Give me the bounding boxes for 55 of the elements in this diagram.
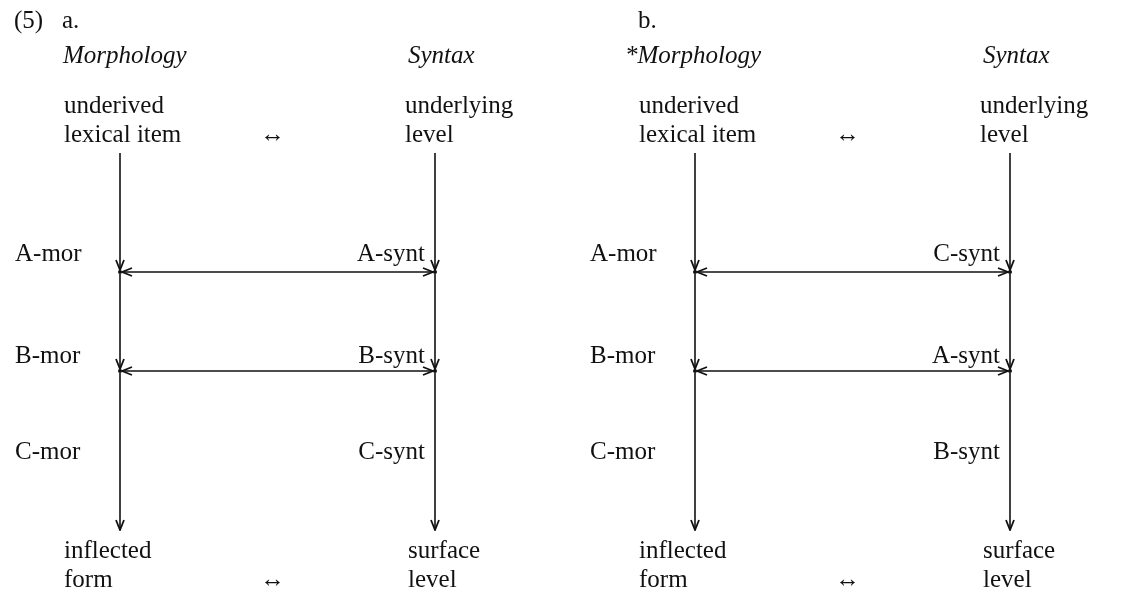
panel-letter: b. — [638, 5, 657, 34]
edge-label: B-mor — [15, 340, 81, 369]
edge-label: C-synt — [933, 238, 1000, 267]
example-number: (5) — [14, 5, 44, 34]
edge-label: B-synt — [933, 436, 1000, 465]
junction-point — [433, 270, 437, 274]
junction-point — [433, 369, 437, 373]
level-text: underived lexical item — [64, 90, 214, 148]
arrow — [1005, 152, 1015, 271]
column-heading: Syntax — [408, 40, 475, 69]
column-heading: *Morphology — [625, 40, 762, 69]
edge-label: A-synt — [931, 340, 1000, 369]
level-text: inflected form — [639, 535, 769, 593]
arrow — [430, 372, 440, 531]
arrow — [1005, 273, 1015, 370]
junction-point — [693, 270, 697, 274]
edge-label: B-synt — [358, 340, 425, 369]
arrow — [121, 267, 434, 277]
column-heading: Syntax — [983, 40, 1050, 69]
junction-point — [118, 369, 122, 373]
panel-letter: a. — [62, 5, 80, 34]
arrow — [115, 152, 125, 271]
level-text: underlying level — [405, 90, 525, 148]
arrow — [696, 267, 1009, 277]
arrow — [690, 273, 700, 370]
arrow — [430, 152, 440, 271]
double-arrow-sign: ↔ — [835, 119, 860, 148]
arrow — [430, 273, 440, 370]
arrow — [690, 152, 700, 271]
arrow — [696, 366, 1009, 376]
level-text: inflected form — [64, 535, 194, 593]
level-text: underived lexical item — [639, 90, 789, 148]
edge-label: A-mor — [590, 238, 657, 267]
junction-point — [1008, 270, 1012, 274]
arrow — [115, 273, 125, 370]
edge-label: C-mor — [590, 436, 656, 465]
junction-point — [118, 270, 122, 274]
edge-label: A-mor — [15, 238, 82, 267]
junction-point — [693, 369, 697, 373]
double-arrow-sign: ↔ — [260, 564, 285, 593]
level-text: underlying level — [980, 90, 1100, 148]
edge-label: A-synt — [356, 238, 425, 267]
junction-point — [1008, 369, 1012, 373]
edge-label: C-mor — [15, 436, 81, 465]
edge-label: B-mor — [590, 340, 656, 369]
column-heading: Morphology — [63, 40, 187, 69]
arrow — [1005, 372, 1015, 531]
arrow — [690, 372, 700, 531]
edge-label: C-synt — [358, 436, 425, 465]
level-text: surface level — [408, 535, 518, 593]
arrow — [121, 366, 434, 376]
arrow — [115, 372, 125, 531]
double-arrow-sign: ↔ — [260, 119, 285, 148]
double-arrow-sign: ↔ — [835, 564, 860, 593]
level-text: surface level — [983, 535, 1093, 593]
